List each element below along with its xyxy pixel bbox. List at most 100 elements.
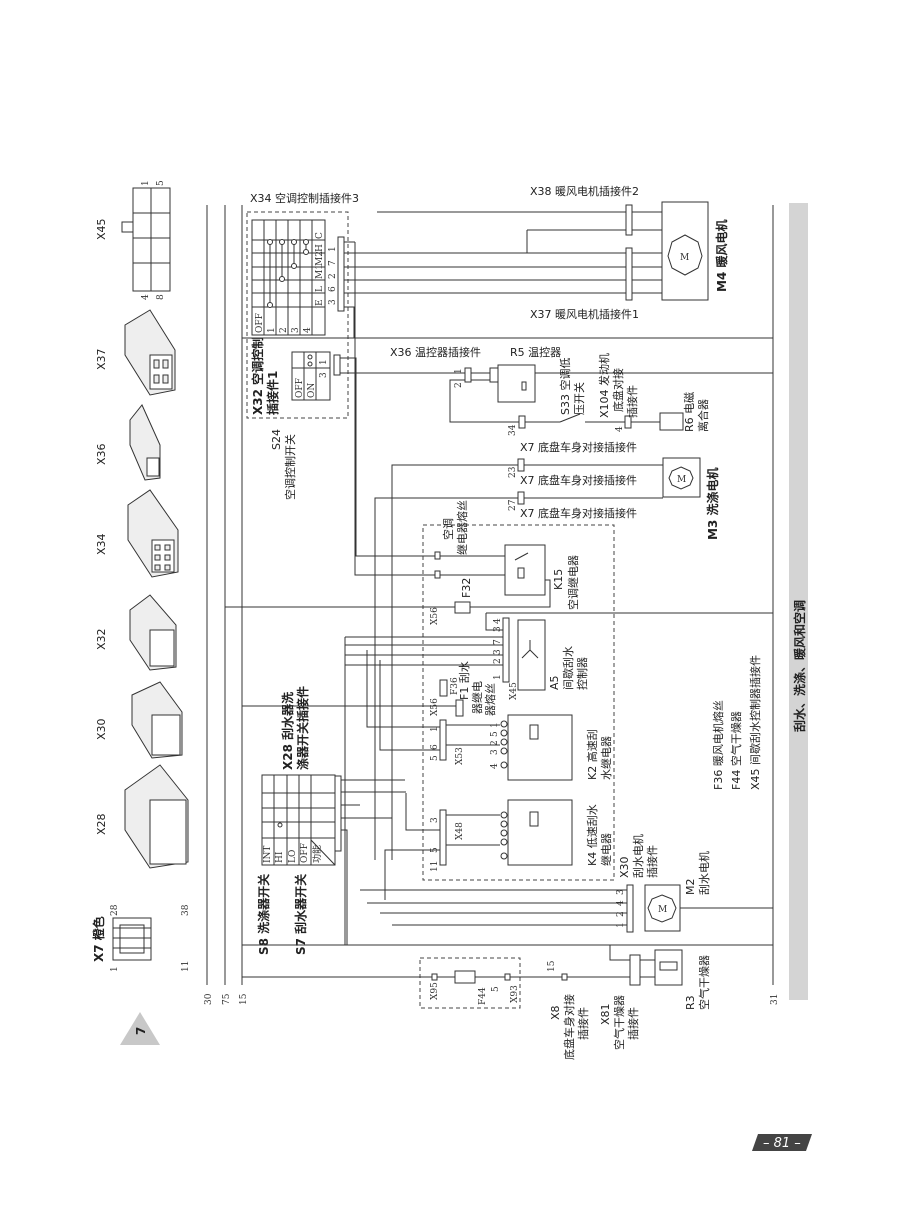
s24-col: M1 xyxy=(315,264,325,279)
k2-label: 水继电器 xyxy=(600,736,613,780)
x32-label: X32 空调控制 xyxy=(250,337,265,415)
x56-label: X56 xyxy=(430,607,440,625)
pin-label: 1 xyxy=(454,368,464,374)
heater-wires xyxy=(242,211,773,576)
s33-label: 压开关 xyxy=(572,382,586,415)
x32-switch-table xyxy=(291,351,341,401)
pin-label: 1 xyxy=(490,722,500,728)
pin-label: 5 xyxy=(430,847,440,853)
s24-switch-table xyxy=(251,219,345,336)
pictorial-connectors: 1 5 4 8 xyxy=(110,180,191,972)
legend-f44: F44 空气干燥器 xyxy=(729,711,743,790)
pin-label: 3 xyxy=(493,626,503,632)
k4-label: 继电器 xyxy=(600,833,613,866)
x38-connector xyxy=(625,204,633,236)
pin-label: 7 xyxy=(328,260,338,266)
s24-row: 4 xyxy=(303,327,313,333)
pin-label: 3 xyxy=(328,299,338,305)
s7-label: S7 刮水器开关 xyxy=(293,874,308,955)
s24-row: 1 xyxy=(267,327,277,333)
bus-label-75: 75 xyxy=(222,993,232,1005)
a5-label: 控制器 xyxy=(575,657,589,690)
connector-x36-drawing xyxy=(129,404,161,481)
pin-label: 5 xyxy=(491,986,501,992)
r3-label: 空气干燥器 xyxy=(697,955,711,1010)
pin-label: 38 xyxy=(181,904,191,916)
x38-label: X38 暖风电机插接件2 xyxy=(530,184,639,198)
bus-label-15: 15 xyxy=(239,993,249,1005)
x34-label: X34 空调控制插接件3 xyxy=(250,191,359,205)
f1-label: 器继电 xyxy=(471,681,484,714)
switch-row: INT xyxy=(263,846,273,863)
pin-label: 3 xyxy=(490,749,500,755)
a5-label: A5 xyxy=(548,675,561,690)
legend-x45: X45 间歇刮水控制器插接件 xyxy=(748,655,762,790)
x7-label: X7 底盘车身对接插接件 xyxy=(520,440,637,454)
r3-label: R3 xyxy=(684,995,697,1010)
x30-label: X30 xyxy=(618,856,631,878)
pin-label: 2 xyxy=(454,382,464,388)
m2-label: 刮水电机 xyxy=(697,851,711,895)
thermostat-r5 xyxy=(449,364,684,431)
s24-label: S24 xyxy=(270,429,283,450)
m3-motor-symbol: M xyxy=(677,475,686,485)
x28-label: X28 刮水器洗 xyxy=(280,692,295,770)
bus-label-30: 30 xyxy=(204,993,214,1005)
legend-f36: F36 暖风电机熔丝 xyxy=(711,700,725,790)
f1-label: F1 刮水 xyxy=(457,661,471,700)
x48-label: X48 xyxy=(455,822,465,840)
k15-fuse-label: 空调 xyxy=(441,518,455,540)
x45-label: X45 xyxy=(509,682,519,700)
connector-x45-drawing xyxy=(121,187,171,292)
m2-motor-symbol: M xyxy=(658,905,667,915)
x104-label: 底盘对接 xyxy=(611,368,625,412)
connector-x30-drawing xyxy=(131,681,183,759)
pin-label: 1 xyxy=(616,922,626,928)
pin-label: 5 xyxy=(430,755,440,761)
pin-label: 1 xyxy=(319,359,329,365)
s8-label: S8 洗涤器开关 xyxy=(256,874,271,955)
pin-label: 4 xyxy=(615,426,625,432)
x53-label: X53 xyxy=(455,747,465,765)
label-x36: X36 xyxy=(95,443,108,465)
x8-label: 底盘车身对接 xyxy=(562,994,576,1060)
s24-row-off: OFF xyxy=(255,313,265,333)
r5-label: R5 温控器 xyxy=(510,345,561,359)
pin-label: 3 xyxy=(319,372,329,378)
switch-row: LO xyxy=(288,850,298,863)
pin-label: 5 xyxy=(156,180,166,186)
page-number-badge xyxy=(752,1134,812,1151)
pin-label: 1 xyxy=(328,246,338,252)
pin-label: 1 xyxy=(430,726,440,732)
x8-label: 插接件 xyxy=(576,1007,590,1040)
pin-label: 6 xyxy=(430,744,440,750)
x37-label: X37 暖风电机插接件1 xyxy=(530,307,639,321)
switch-row: HI xyxy=(275,851,285,863)
f36-label: F36 xyxy=(450,677,460,695)
s24-col: M2 xyxy=(315,251,325,266)
m4-motor-symbol: M xyxy=(680,253,689,263)
pin-label: 27 xyxy=(508,499,518,511)
pin-label: 11 xyxy=(181,961,191,972)
label-x45: X45 xyxy=(95,218,108,240)
title-band xyxy=(789,203,808,1000)
r6-label: 离合器 xyxy=(696,399,710,432)
r6-label: R6 电磁 xyxy=(683,392,696,432)
pin-label: 28 xyxy=(110,904,120,916)
pin-label: 1 xyxy=(493,674,503,680)
pin-label: 2 xyxy=(328,273,338,279)
a5-label: 间歇刮水 xyxy=(561,646,575,690)
air-dryer-circuit xyxy=(242,945,683,986)
pin-label: 5 xyxy=(490,731,500,737)
label-x7: X7 橙色 xyxy=(91,916,106,962)
chapter-tab xyxy=(120,1012,160,1045)
pin-label: 4 xyxy=(616,900,626,906)
pin-label: 3 xyxy=(493,649,503,655)
m2-label: M2 xyxy=(684,879,697,896)
s24-col: C xyxy=(315,232,325,239)
pin-label: 6 xyxy=(328,286,338,292)
pin-label: 3 xyxy=(616,889,626,895)
pin-label: 2 xyxy=(616,911,626,917)
heater-motor-m4 xyxy=(632,201,709,301)
